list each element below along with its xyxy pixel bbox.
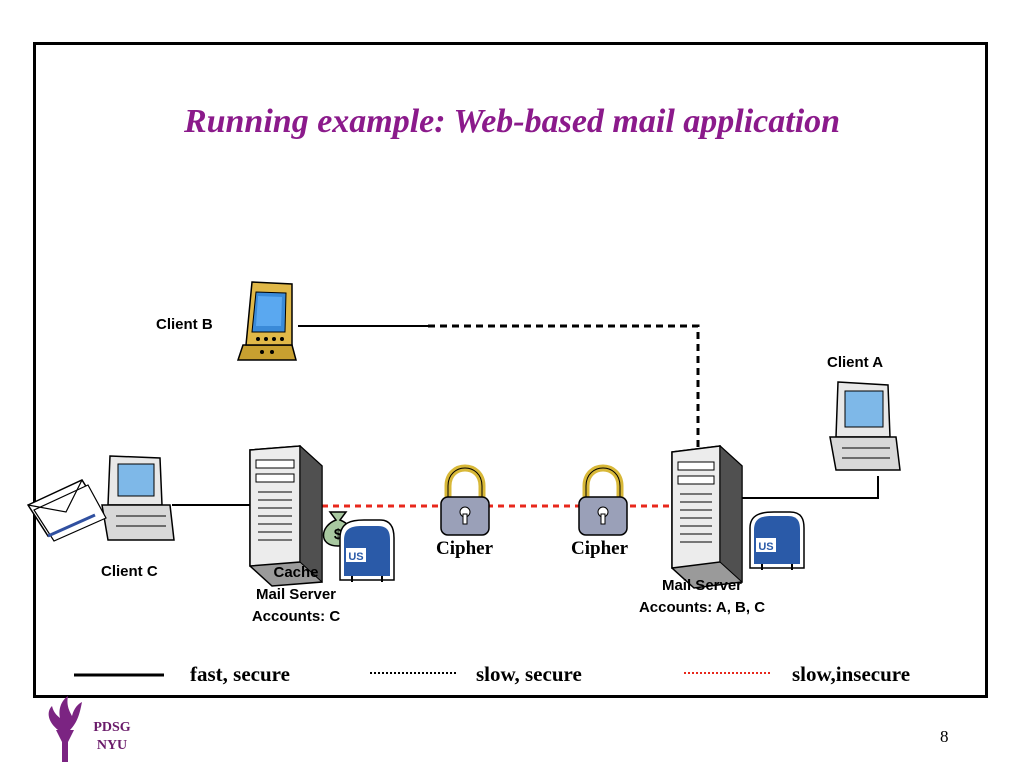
slide-title: Running example: Web-based mail applicat…	[183, 103, 841, 140]
label-client-c: Client C	[101, 563, 158, 580]
slide-frame	[33, 42, 988, 698]
envelope-stack-icon	[26, 479, 107, 542]
footer-org: PDSG NYU	[84, 719, 140, 755]
pda-icon	[236, 281, 297, 361]
mailbox-icon-server: US	[749, 511, 805, 570]
label-client-a: Client A	[827, 354, 884, 371]
padlock-icon-right	[578, 464, 628, 536]
mail-server-line-2: Accounts: A, B, C	[638, 599, 766, 616]
nyu-torch-logo	[48, 696, 82, 762]
mailbox-badge-server: US	[758, 541, 773, 553]
mailbox-badge-cache: US	[348, 551, 363, 563]
label-client-b: Client B	[156, 316, 213, 333]
page-number: 8	[940, 727, 949, 746]
computer-icon-client-a	[829, 381, 901, 471]
server-tower-icon-cache	[249, 444, 323, 587]
label-cipher-right: Cipher	[571, 538, 628, 559]
cache-line-2: Mail Server	[255, 586, 337, 603]
mail-server-line-1: Mail Server	[661, 577, 743, 594]
legend-slow-insecure: slow,insecure	[792, 662, 911, 686]
money-bag-symbol: $	[334, 526, 343, 543]
padlock-icon-left	[440, 464, 490, 536]
label-mail-server: Mail Server Accounts: A, B, C	[612, 575, 792, 619]
footer-line-1: PDSG	[93, 720, 131, 735]
link-server-clienta	[740, 476, 879, 499]
footer-line-2: NYU	[96, 738, 128, 753]
cache-line-3: Accounts: C	[251, 608, 341, 625]
server-tower-icon-mail	[671, 444, 743, 589]
cache-line-1: Cache	[273, 564, 319, 581]
computer-icon-client-c	[101, 455, 175, 541]
mailbox-icon-cache: US	[339, 519, 395, 582]
label-cipher-left: Cipher	[436, 538, 493, 559]
legend-fast-secure: fast, secure	[190, 662, 290, 686]
legend-slow-secure: slow, secure	[476, 662, 582, 686]
link-clientb-server-secure	[428, 324, 700, 448]
label-cache-server: Cache Mail Server Accounts: C	[226, 562, 366, 628]
